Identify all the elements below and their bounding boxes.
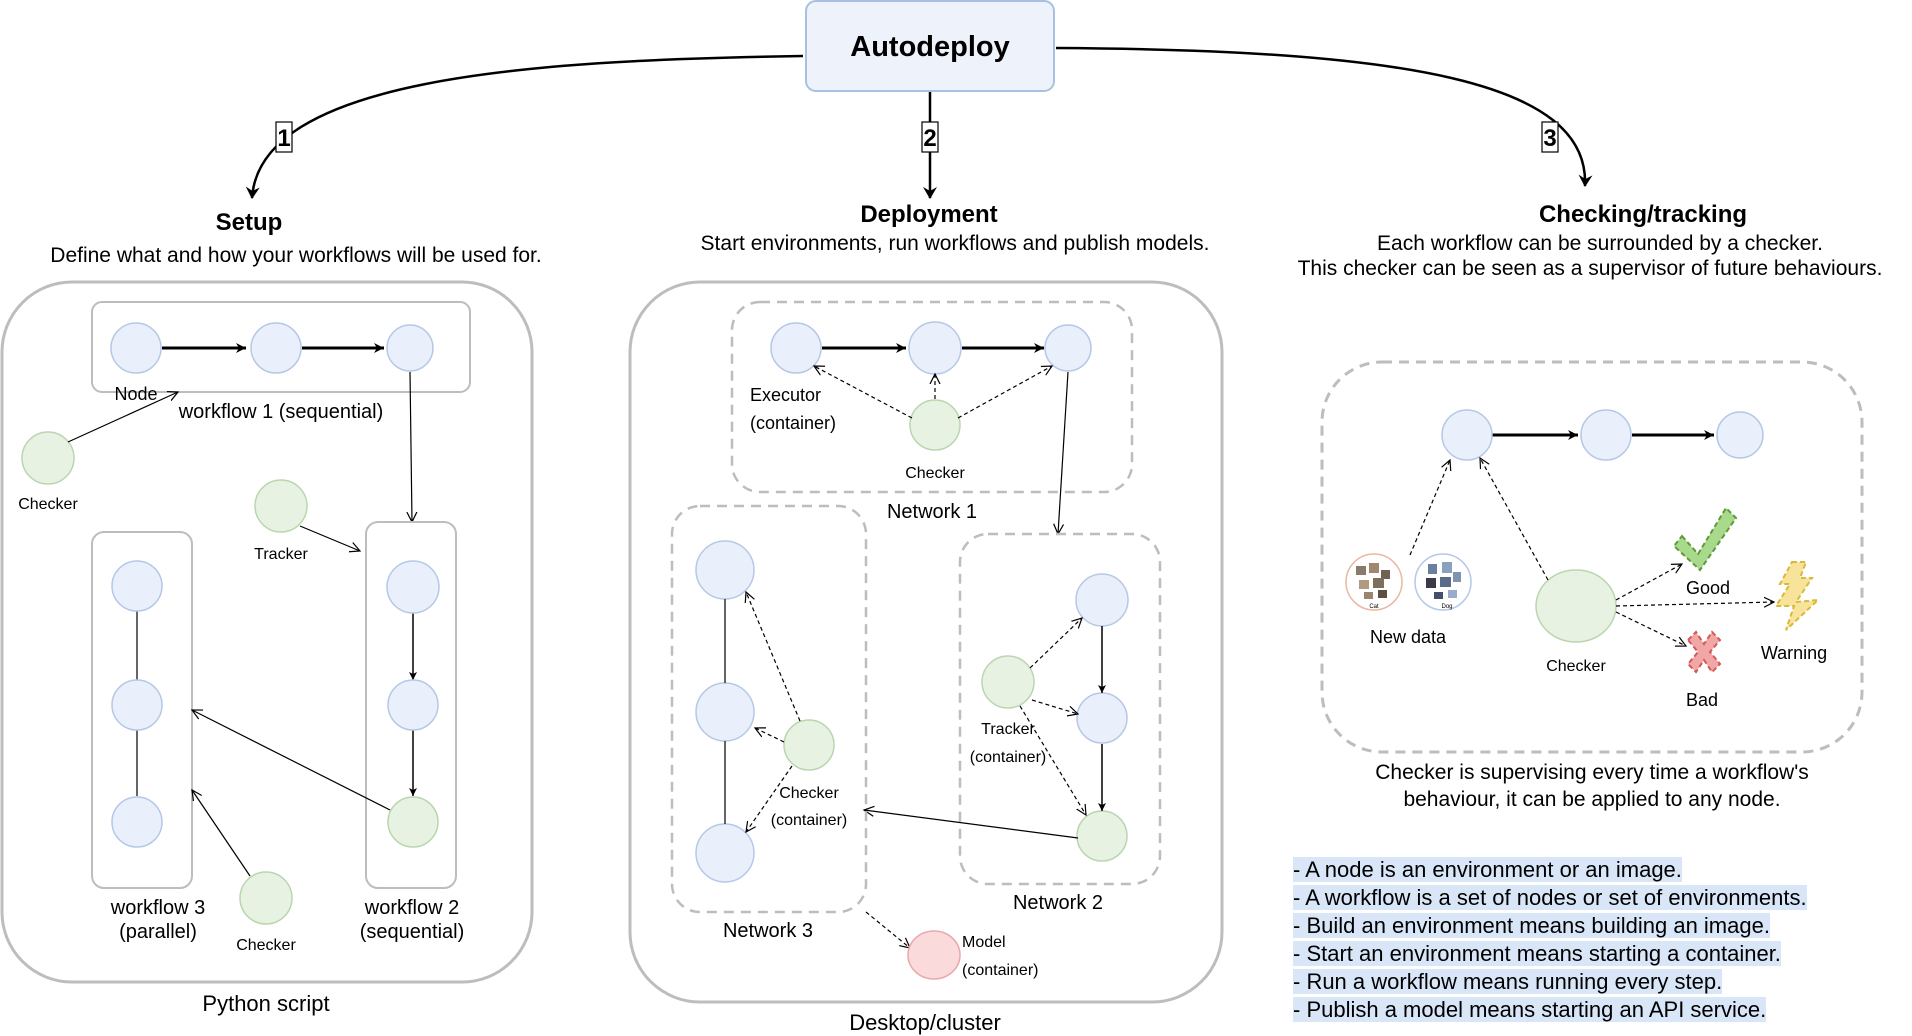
warning-bolt-icon [1774, 561, 1821, 631]
warning-label: Warning [1761, 643, 1827, 663]
new-data-label: New data [1370, 627, 1447, 647]
setup-panel: Python script Node workflow 1 (sequentia… [0, 280, 534, 1016]
wf1-node-1 [110, 322, 162, 374]
checking-caption-1: Checker is supervising every time a work… [1375, 761, 1808, 784]
net2-node-1 [1075, 573, 1129, 627]
checking-description-2: This checker can be seen as a supervisor… [1298, 257, 1883, 280]
cat-label: Cat [1369, 604, 1379, 610]
net1-node-1 [770, 322, 822, 374]
net2-node-2 [1076, 692, 1128, 744]
net3-checker [783, 719, 835, 771]
net2-tracker [981, 655, 1035, 709]
network3-box [670, 504, 868, 914]
net1-node-3 [1044, 324, 1092, 372]
model-node [907, 930, 961, 980]
dog-label: Dog [1441, 604, 1452, 610]
workflow1-label: workflow 1 (sequential) [178, 401, 384, 423]
notes-list: - A node is an environment or an image. … [1293, 856, 1807, 1024]
net3-checker-label-2: (container) [771, 812, 847, 829]
net3-node-1 [695, 540, 755, 600]
bad-cross-icon [1686, 630, 1722, 674]
svg-text:2: 2 [923, 125, 936, 152]
net3-checker-label-1: Checker [779, 785, 839, 802]
check-node-3 [1716, 411, 1764, 459]
setup-checker-1 [21, 431, 75, 485]
checking-panel: Cat Dog New data Checker Good Warning [1320, 360, 1864, 811]
checking-description-1: Each workflow can be surrounded by a che… [1377, 232, 1823, 255]
network2-box [958, 532, 1162, 886]
setup-heading: Setup [216, 209, 283, 236]
note-item: - Publish a model means starting an API … [1293, 997, 1767, 1022]
svg-text:1: 1 [277, 125, 290, 152]
step-badge-2: 2 [921, 121, 939, 153]
net1-checker-label: Checker [905, 465, 965, 482]
autodeploy-title: Autodeploy [850, 31, 1010, 63]
step-badge-1: 1 [275, 121, 293, 153]
autodeploy-title-box: Autodeploy [805, 0, 1055, 92]
deployment-heading: Deployment [860, 201, 997, 228]
bad-label: Bad [1686, 690, 1718, 710]
executor-label-1: Executor [750, 385, 821, 405]
wf1-node-3 [386, 324, 434, 372]
net3-node-3 [695, 823, 755, 883]
setup-tracker-label: Tracker [254, 546, 308, 563]
network1-label: Network 1 [887, 501, 977, 523]
svg-text:3: 3 [1543, 125, 1556, 152]
network2-label: Network 2 [1013, 892, 1103, 914]
step-badge-3: 3 [1541, 121, 1559, 153]
branch-arrow-checking [1055, 46, 1593, 187]
setup-checker-2 [239, 871, 293, 925]
setup-checker-1-label: Checker [18, 496, 78, 513]
checking-heading: Checking/tracking [1539, 201, 1747, 228]
workflow3-label-2: (parallel) [119, 921, 197, 943]
desktop-cluster-label: Desktop/cluster [849, 1010, 1001, 1035]
wf3-node-1 [111, 560, 163, 612]
net2-tracker-label-2: (container) [970, 749, 1046, 766]
good-label: Good [1686, 578, 1730, 598]
wf2-node-2 [387, 679, 439, 731]
workflow3-label-1: workflow 3 [110, 897, 205, 919]
node-label: Node [114, 384, 157, 404]
network1-box [730, 300, 1134, 494]
net1-checker [909, 399, 961, 451]
check-node-1 [1441, 409, 1493, 461]
check-checker-label: Checker [1546, 658, 1606, 675]
cat-dataset-icon: Cat [1345, 553, 1403, 611]
network3-label: Network 3 [723, 920, 813, 942]
wf3-node-2 [111, 679, 163, 731]
model-label-1: Model [962, 934, 1006, 951]
python-script-label: Python script [202, 991, 329, 1016]
setup-tracker [254, 479, 308, 533]
workflow2-label-2: (sequential) [360, 921, 465, 943]
note-item: - Start an environment means starting a … [1293, 941, 1781, 966]
note-item: - A workflow is a set of nodes or set of… [1293, 885, 1807, 910]
dog-dataset-icon: Dog [1414, 553, 1472, 611]
check-checker [1535, 569, 1617, 643]
net3-node-2 [695, 682, 755, 742]
setup-description: Define what and how your workflows will … [50, 244, 541, 267]
setup-checker-2-label: Checker [236, 937, 296, 954]
net2-node-3 [1076, 810, 1128, 862]
model-label-2: (container) [962, 962, 1038, 979]
checking-caption-2: behaviour, it can be applied to any node… [1403, 788, 1780, 811]
wf3-node-3 [111, 796, 163, 848]
wf2-node-3 [387, 796, 439, 848]
workflow2-label-1: workflow 2 [364, 897, 459, 919]
branch-arrow-setup [245, 54, 804, 199]
deployment-panel: Desktop/cluster Executor (container) Che… [628, 280, 1224, 1035]
good-check-icon [1672, 506, 1738, 572]
net2-tracker-label-1: Tracker [981, 721, 1035, 738]
wf2-node-1 [386, 560, 440, 614]
executor-label-2: (container) [750, 413, 836, 433]
note-item: - A node is an environment or an image. [1293, 857, 1682, 882]
wf1-node-2 [250, 322, 302, 374]
net1-node-2 [908, 321, 962, 375]
deployment-description: Start environments, run workflows and pu… [701, 232, 1210, 255]
check-node-2 [1580, 409, 1632, 461]
note-item: - Build an environment means building an… [1293, 913, 1770, 938]
note-item: - Run a workflow means running every ste… [1293, 969, 1723, 994]
